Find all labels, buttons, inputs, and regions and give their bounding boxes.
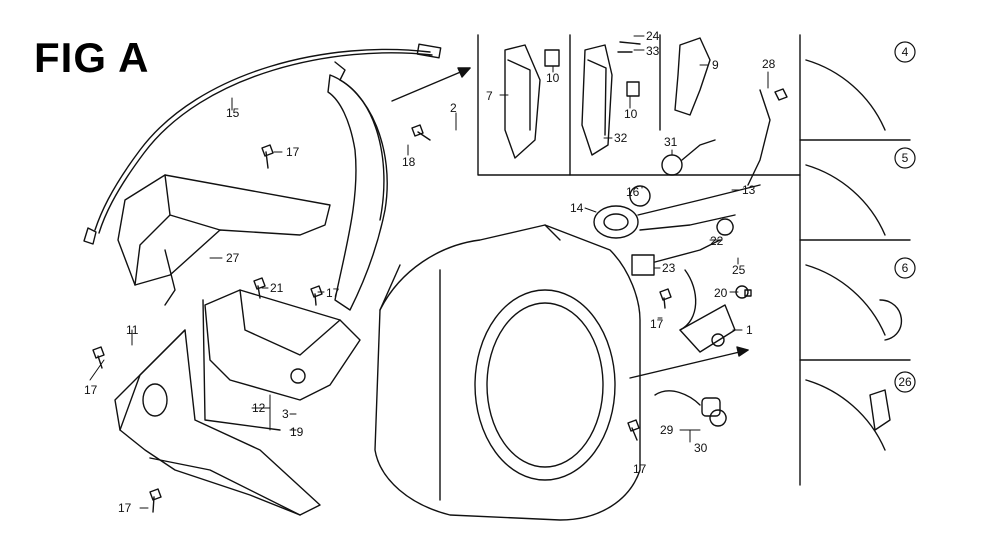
- callout-17: 17: [118, 501, 132, 515]
- callout-17: 17: [650, 317, 664, 331]
- callout-13: 13: [742, 183, 756, 197]
- parts-29-30: [654, 390, 727, 427]
- callout-17: 17: [286, 145, 300, 159]
- detail-view-6: 6: [902, 261, 909, 275]
- callout-14: 14: [570, 201, 584, 215]
- callout-2: 2: [450, 101, 457, 115]
- callout-29: 29: [660, 423, 674, 437]
- callout-3: 3: [282, 407, 289, 421]
- pointer-arrow-top: [391, 67, 471, 102]
- detail-view-5: 5: [902, 151, 909, 165]
- callout-24: 24: [646, 29, 660, 43]
- callout-10: 10: [624, 107, 638, 121]
- leader-lines: [89, 35, 769, 509]
- detail-box-parts: [504, 37, 716, 176]
- callout-32: 32: [614, 131, 628, 145]
- bracket-assembly: [202, 289, 361, 431]
- figure-title: FIG A: [34, 34, 150, 81]
- callout-31: 31: [664, 135, 678, 149]
- callout-30: 30: [694, 441, 708, 455]
- callout-33: 33: [646, 44, 660, 58]
- pointer-arrow-lower: [629, 346, 749, 379]
- cover-part-27: [117, 174, 331, 306]
- callout-16: 16: [626, 185, 640, 199]
- shroud-upper: [327, 61, 388, 311]
- callout-11: 11: [126, 323, 139, 337]
- bolts: [92, 124, 752, 513]
- callout-labels: 15 17 27 21 17 11 17 12 3 19 17 2 18 7 1…: [84, 29, 776, 515]
- cable-part-15: [83, 43, 442, 245]
- callout-22: 22: [710, 234, 724, 248]
- electrical-components: [593, 88, 788, 353]
- callout-12: 12: [252, 401, 266, 415]
- callout-20: 20: [714, 286, 728, 300]
- callout-17: 17: [84, 383, 98, 397]
- detail-view-26: 26: [898, 375, 912, 389]
- callout-21: 21: [270, 281, 284, 295]
- callout-28: 28: [762, 57, 776, 71]
- callout-19: 19: [290, 425, 304, 439]
- callout-10: 10: [546, 71, 560, 85]
- callout-15: 15: [226, 106, 240, 120]
- detail-view-4: 4: [902, 45, 909, 59]
- callout-17: 17: [326, 286, 340, 300]
- cover-part-11: [114, 329, 321, 516]
- callout-27: 27: [226, 251, 240, 265]
- callout-18: 18: [402, 155, 416, 169]
- callout-23: 23: [662, 261, 676, 275]
- fan-shroud-main: [374, 224, 641, 521]
- detail-view-panels: [799, 59, 911, 451]
- callout-7: 7: [486, 89, 493, 103]
- callout-25: 25: [732, 263, 746, 277]
- callout-17: 17: [633, 462, 647, 476]
- callout-9: 9: [712, 58, 719, 72]
- detail-box-top: [477, 34, 801, 486]
- callout-1: 1: [746, 323, 753, 337]
- detail-view-labels: 4 5 6 26: [894, 41, 916, 393]
